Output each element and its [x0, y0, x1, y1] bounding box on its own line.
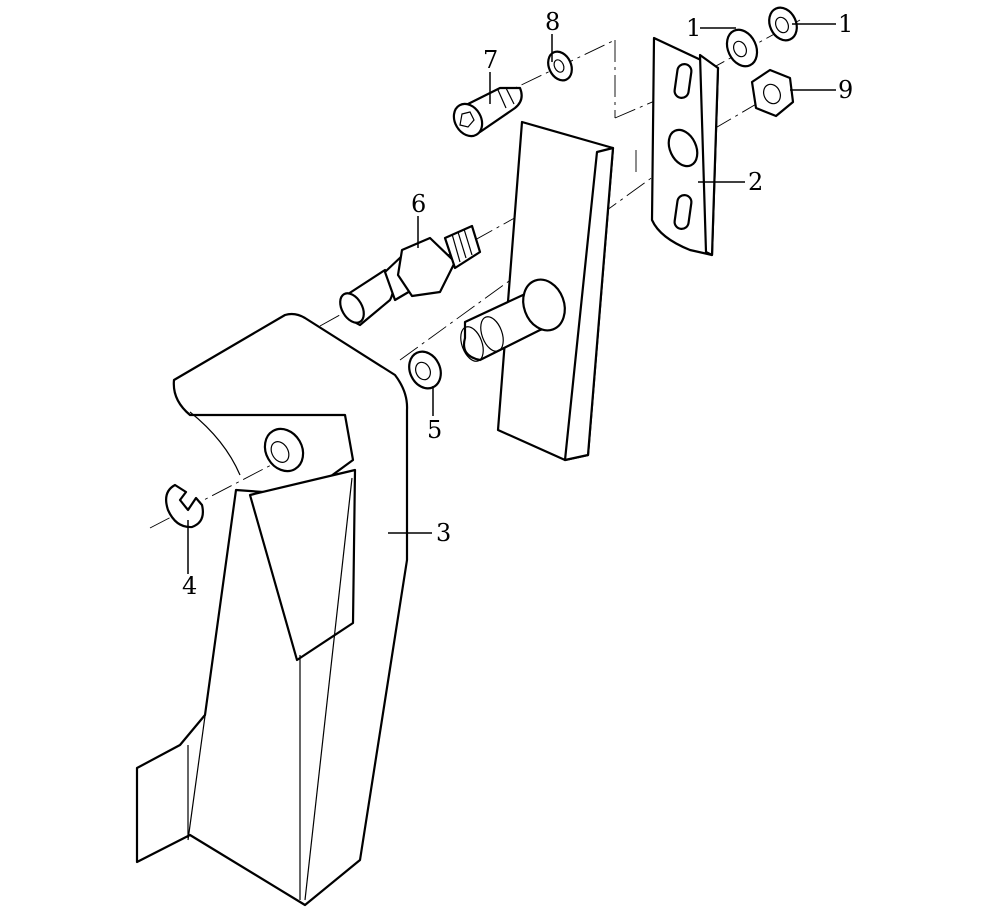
leader-lines	[187, 23, 836, 574]
callout-labels: 1 1 2 3 4 5 6 7 8 9	[182, 8, 853, 600]
callout-plate-2: 2	[748, 168, 763, 196]
callout-e-clip-4: 4	[182, 572, 197, 600]
hex-nut	[750, 68, 795, 118]
callout-washer-1-left: 1	[686, 14, 701, 42]
callout-washer-8: 8	[545, 8, 560, 36]
callout-washer-5: 5	[427, 416, 442, 444]
slotted-plate	[650, 36, 720, 257]
washer-1-right	[768, 6, 798, 42]
pedal-arm	[135, 312, 409, 907]
callout-washer-1-right: 1	[838, 10, 853, 38]
callout-stop-bolt-6: 6	[411, 190, 426, 218]
washer-8	[547, 50, 573, 82]
callout-nut-9: 9	[838, 76, 853, 104]
pedal-lever	[460, 120, 615, 462]
stop-bolt	[339, 224, 482, 327]
callout-pedal-arm-3: 3	[436, 519, 451, 547]
cap-screw	[452, 86, 523, 138]
washer-1-left	[725, 28, 759, 68]
e-clip	[165, 483, 204, 529]
callout-cap-screw-7: 7	[483, 46, 498, 74]
washer-5	[408, 350, 442, 390]
